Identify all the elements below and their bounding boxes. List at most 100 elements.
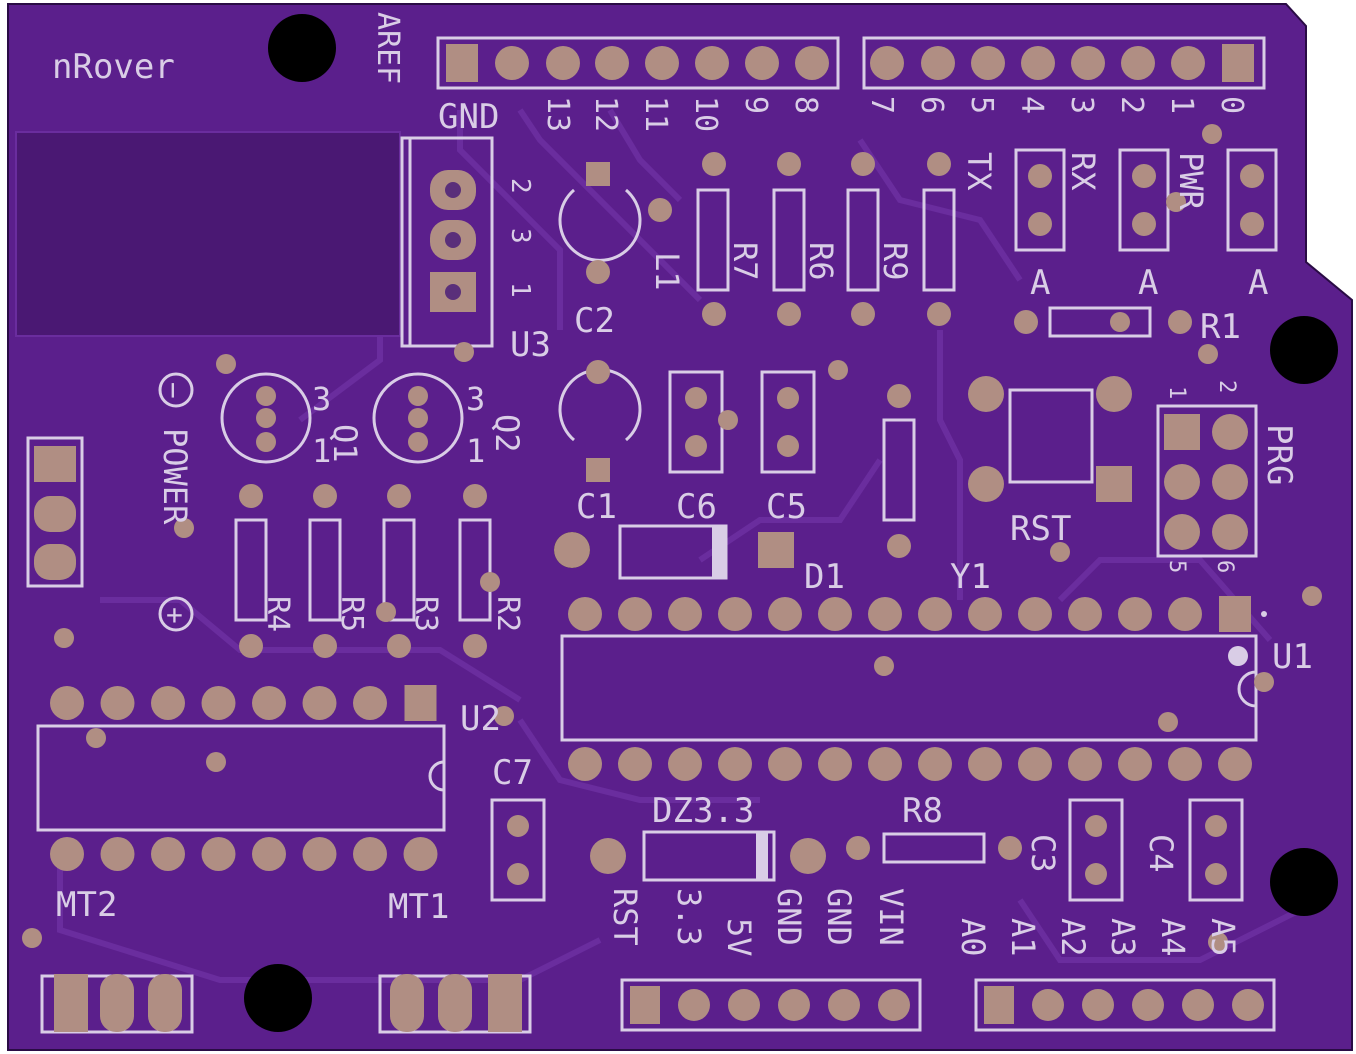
label-3v3: 3.3	[670, 888, 708, 946]
q-transistors	[216, 342, 474, 464]
ic-pin	[1218, 747, 1252, 781]
ic-pin	[252, 686, 286, 720]
ic-pin	[968, 747, 1002, 781]
label-mt2: MT2	[56, 885, 117, 925]
prg-header	[1156, 404, 1258, 558]
label-plus: +	[166, 598, 183, 631]
mounting-hole	[1270, 316, 1338, 384]
label-r5: R5	[334, 596, 369, 632]
ic-pin	[353, 686, 387, 720]
ic-pin	[50, 686, 84, 720]
label-11: 11	[638, 96, 673, 132]
label-a0: A0	[954, 918, 992, 957]
ic-pin	[201, 837, 236, 871]
ic-pin	[1168, 747, 1202, 781]
ic-pin	[818, 597, 852, 631]
ic-pin	[252, 837, 286, 871]
label-q2: Q2	[488, 414, 526, 453]
prg-pin-2: 2	[1214, 380, 1239, 393]
q2-pin-3: 3	[466, 380, 485, 418]
label-power: POWER	[156, 428, 194, 525]
ic-pin	[668, 597, 702, 631]
label-rst: RST	[606, 888, 644, 946]
ic-pin	[718, 597, 752, 631]
dz33-footprint	[590, 830, 826, 882]
label-a-3: A	[1248, 263, 1268, 303]
q1-pin-1: 1	[312, 432, 331, 470]
ic-pin	[151, 686, 185, 720]
label-dz33: DZ3.3	[652, 791, 754, 831]
u3-pin-2: 2	[505, 178, 535, 194]
label-6: 6	[914, 96, 949, 114]
ic-pin	[1068, 747, 1102, 781]
label-q1: Q1	[326, 424, 364, 463]
ic-pin	[618, 597, 652, 631]
label-13: 13	[540, 96, 575, 132]
label-c4: C4	[1142, 834, 1180, 873]
mounting-hole	[244, 964, 312, 1032]
label-0: 0	[1214, 96, 1249, 114]
resistor-row-middle	[234, 484, 500, 658]
label-a5: A5	[1204, 918, 1242, 957]
q2-pin-1: 1	[466, 432, 485, 470]
plus-symbol	[158, 596, 194, 632]
ic-pin	[718, 747, 752, 781]
ic-pin	[1168, 597, 1202, 631]
led-footprints	[1014, 124, 1278, 252]
y1-footprint	[882, 384, 916, 558]
u2-footprint	[36, 685, 514, 871]
label-9: 9	[738, 96, 773, 114]
label-gnd: GND	[438, 97, 499, 137]
label-a-1: A	[1030, 263, 1050, 303]
label-7: 7	[864, 96, 899, 114]
ic-pin	[768, 597, 802, 631]
label-5: 5	[964, 96, 999, 114]
label-a-2: A	[1138, 263, 1158, 303]
ic-pin	[201, 686, 236, 720]
ic-pin	[868, 597, 902, 631]
mounting-hole	[268, 14, 336, 82]
prg-pin-5: 5	[1164, 560, 1189, 573]
ic-pin	[353, 837, 387, 871]
label-r8: R8	[902, 791, 943, 831]
label-8: 8	[788, 96, 823, 114]
prg-pin-6: 6	[1212, 560, 1237, 573]
label-a2: A2	[1054, 918, 1092, 957]
ic-pin	[1018, 747, 1052, 781]
mt-connectors	[22, 928, 532, 1034]
label-prg: PRG	[1259, 424, 1299, 485]
label-12: 12	[588, 96, 623, 132]
header-bottom-power	[620, 978, 922, 1032]
c1-footprint	[558, 360, 642, 482]
label-r7: R7	[726, 242, 764, 281]
rst-button	[968, 376, 1132, 562]
label-c2: C2	[574, 301, 615, 341]
label-r2: R2	[490, 596, 525, 632]
label-pwr: PWR	[1172, 152, 1210, 211]
label-2: 2	[1114, 96, 1149, 114]
ic-pin	[151, 837, 185, 871]
ic-pin	[1219, 596, 1251, 632]
label-c1: C1	[576, 487, 617, 527]
label-c7: C7	[492, 753, 533, 793]
label-u2: U2	[460, 699, 501, 739]
label-rx: RX	[1064, 152, 1102, 191]
ic-pin	[1118, 597, 1152, 631]
mounting-hole	[1270, 848, 1338, 916]
ic-pin	[100, 837, 135, 871]
prg-pin-1: 1	[1164, 386, 1189, 399]
ic-pin	[302, 837, 337, 871]
label-5v: 5V	[720, 918, 758, 957]
power-connector	[26, 436, 194, 648]
label-a1: A1	[1004, 918, 1042, 957]
label-a4: A4	[1154, 918, 1192, 957]
regulator-area	[15, 131, 401, 337]
c7-footprint	[490, 798, 546, 902]
ic-pin	[100, 686, 135, 720]
minus-symbol	[158, 372, 194, 408]
label-a3: A3	[1104, 918, 1142, 957]
ic-pin	[918, 597, 952, 631]
d1-footprint	[554, 524, 794, 580]
ic-pin	[618, 747, 652, 781]
label-u1: U1	[1272, 637, 1313, 677]
